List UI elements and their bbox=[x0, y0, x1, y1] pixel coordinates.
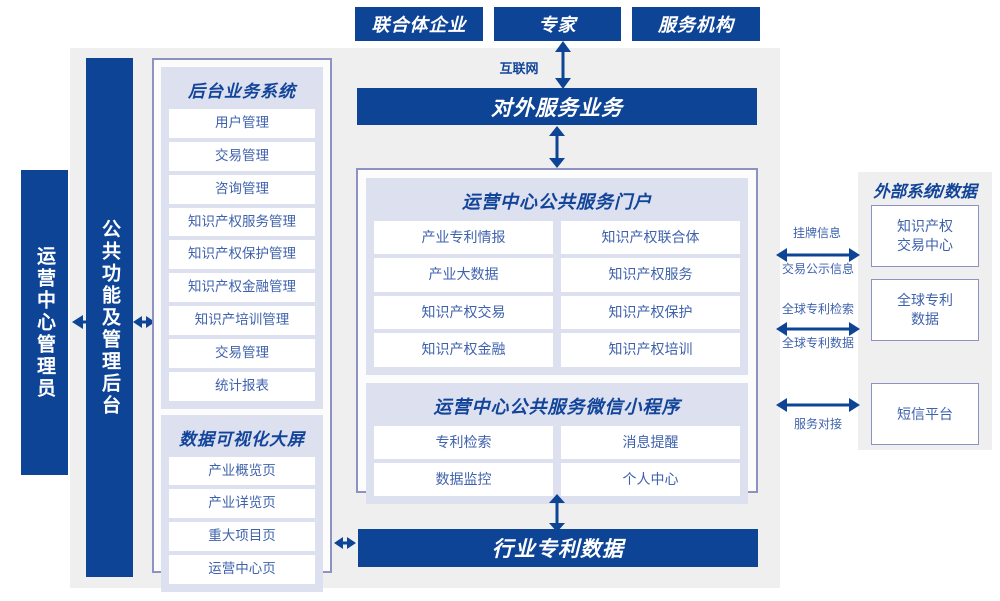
list-item[interactable]: 知识产权联合体 bbox=[561, 221, 740, 255]
top-actor-label: 服务机构 bbox=[658, 15, 734, 35]
list-item[interactable]: 重大项目页 bbox=[169, 522, 315, 552]
external-arrow-label-below: 交易公示信息 bbox=[781, 262, 854, 276]
list-item[interactable]: 个人中心 bbox=[561, 462, 740, 497]
wechat-miniprogram-section: 运营中心公共服务微信小程序 专利检索 消息提醒 数据监控 个人中心 bbox=[366, 382, 748, 505]
external-arrow-1-icon bbox=[776, 248, 860, 262]
backend-section-title: 后台业务系统 bbox=[188, 82, 296, 101]
list-item[interactable]: 消息提醒 bbox=[561, 425, 740, 459]
left-platform-common-backend[interactable]: 公共功能及管理后台 bbox=[86, 58, 133, 577]
list-item[interactable]: 产业概览页 bbox=[169, 456, 315, 486]
list-item[interactable]: 交易管理 bbox=[169, 338, 315, 368]
list-item[interactable]: 知识产权保护管理 bbox=[169, 240, 315, 270]
visualization-section-title: 数据可视化大屏 bbox=[179, 429, 305, 449]
visualization-to-data-arrow-icon bbox=[334, 537, 356, 549]
external-arrow-label-below: 全球专利数据 bbox=[781, 336, 854, 350]
list-item[interactable]: 知识产权交易 bbox=[374, 295, 553, 330]
left-actor-operation-admin[interactable]: 运营中心管理员 bbox=[21, 170, 68, 475]
internet-connector-label: 互联网 bbox=[499, 61, 539, 76]
external-box-line1: 知识产权 bbox=[897, 218, 953, 235]
list-item[interactable]: 专利检索 bbox=[374, 425, 553, 459]
list-item[interactable]: 知识产权保护 bbox=[561, 295, 740, 330]
list-item[interactable]: 知识产培训管理 bbox=[169, 306, 315, 335]
list-item[interactable]: 数据监控 bbox=[374, 462, 553, 497]
external-arrow-label-above: 挂牌信息 bbox=[792, 226, 841, 240]
top-actor-service-agency[interactable]: 服务机构 bbox=[632, 7, 760, 41]
left-actor-label: 运营中心管理员 bbox=[34, 245, 55, 400]
external-box-label: 全球专利 数据 bbox=[897, 291, 953, 329]
bottom-bar-label: 行业专利数据 bbox=[492, 538, 624, 561]
portal-and-miniprogram-card: 运营中心公共服务门户 产业专利情报 知识产权联合体 产业大数据 知识产权服务 知… bbox=[356, 168, 758, 505]
list-item[interactable]: 知识产权培训 bbox=[561, 333, 740, 367]
external-box-label: 短信平台 bbox=[897, 405, 953, 424]
portal-section-title: 运营中心公共服务门户 bbox=[462, 192, 652, 212]
industry-patent-data-bar[interactable]: 行业专利数据 bbox=[358, 529, 758, 567]
external-arrow-3-icon bbox=[776, 398, 860, 412]
data-visualization-section: 数据可视化大屏 产业概览页 产业详览页 重大项目页 运营中心页 bbox=[161, 414, 323, 592]
backend-item-list: 用户管理 交易管理 咨询管理 知识产权服务管理 知识产权保护管理 知识产权金融管… bbox=[169, 109, 315, 401]
list-item[interactable]: 知识产权服务管理 bbox=[169, 207, 315, 237]
external-arrow-label-below: 服务对接 bbox=[793, 417, 842, 431]
internet-arrow-icon bbox=[555, 41, 571, 89]
list-item[interactable]: 产业大数据 bbox=[374, 258, 553, 292]
left-platform-label: 公共功能及管理后台 bbox=[99, 218, 120, 417]
portal-item-grid: 产业专利情报 知识产权联合体 产业大数据 知识产权服务 知识产权交易 知识产权保… bbox=[374, 221, 740, 367]
portal-to-data-arrow-icon bbox=[549, 494, 565, 532]
external-box-sms-platform[interactable]: 短信平台 bbox=[871, 383, 979, 445]
top-actor-expert[interactable]: 专家 bbox=[494, 7, 621, 41]
top-actor-label: 联合体企业 bbox=[371, 15, 467, 35]
list-item[interactable]: 统计报表 bbox=[169, 371, 315, 401]
external-arrow-label-above: 全球专利检索 bbox=[781, 302, 854, 316]
external-box-label: 知识产权 交易中心 bbox=[897, 217, 953, 255]
list-item[interactable]: 产业详览页 bbox=[169, 489, 315, 519]
platform-to-backend-arrow-icon bbox=[133, 316, 155, 328]
external-box-global-patent-data[interactable]: 全球专利 数据 bbox=[871, 279, 979, 341]
backend-business-system-section: 后台业务系统 用户管理 交易管理 咨询管理 知识产权服务管理 知识产权保护管理 … bbox=[161, 67, 323, 409]
public-service-portal-section: 运营中心公共服务门户 产业专利情报 知识产权联合体 产业大数据 知识产权服务 知… bbox=[366, 178, 748, 375]
external-box-line1: 短信平台 bbox=[897, 405, 953, 422]
visualization-item-list: 产业概览页 产业详览页 重大项目页 运营中心页 bbox=[169, 456, 315, 584]
external-box-line1: 全球专利 bbox=[897, 292, 953, 309]
miniprogram-section-title: 运营中心公共服务微信小程序 bbox=[433, 396, 681, 417]
list-item[interactable]: 知识产权金融 bbox=[374, 333, 553, 367]
external-box-line2: 交易中心 bbox=[897, 237, 953, 253]
external-arrow-2-icon bbox=[776, 322, 860, 336]
list-item[interactable]: 产业专利情报 bbox=[374, 221, 553, 255]
external-service-label: 对外服务业务 bbox=[491, 96, 623, 120]
list-item[interactable]: 知识产权金融管理 bbox=[169, 273, 315, 303]
service-to-portal-arrow-icon bbox=[549, 126, 565, 168]
miniprogram-item-grid: 专利检索 消息提醒 数据监控 个人中心 bbox=[374, 425, 740, 497]
external-box-ip-trading-center[interactable]: 知识产权 交易中心 bbox=[871, 205, 979, 267]
top-actor-label: 专家 bbox=[538, 15, 577, 35]
list-item[interactable]: 运营中心页 bbox=[169, 555, 315, 584]
top-actor-union-enterprise[interactable]: 联合体企业 bbox=[355, 7, 483, 41]
backend-and-visualization-card: 后台业务系统 用户管理 交易管理 咨询管理 知识产权服务管理 知识产权保护管理 … bbox=[152, 58, 332, 592]
list-item[interactable]: 用户管理 bbox=[169, 109, 315, 138]
external-service-bar[interactable]: 对外服务业务 bbox=[357, 88, 757, 125]
list-item[interactable]: 咨询管理 bbox=[169, 174, 315, 204]
list-item[interactable]: 知识产权服务 bbox=[561, 258, 740, 292]
external-box-line2: 数据 bbox=[911, 311, 939, 327]
list-item[interactable]: 交易管理 bbox=[169, 141, 315, 171]
external-panel-title: 外部系统/数据 bbox=[873, 183, 977, 201]
